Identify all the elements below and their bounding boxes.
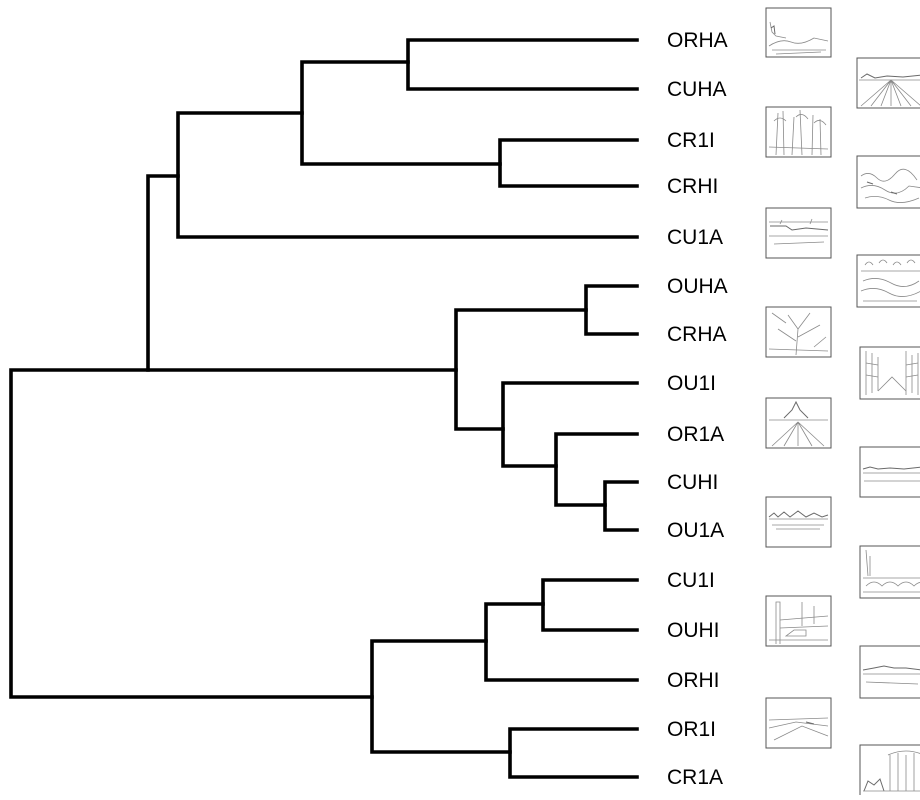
leaf-label: OU1A bbox=[667, 519, 724, 542]
leaf-label: CUHA bbox=[667, 78, 727, 101]
leaf-label: ORHI bbox=[667, 669, 720, 692]
industrial-street-sketch-icon bbox=[765, 595, 832, 647]
columns-building-sketch-icon bbox=[859, 744, 920, 798]
tree-branches-sketch-icon bbox=[765, 306, 832, 358]
leaf-label: CU1A bbox=[667, 226, 723, 249]
leaf-label: OU1I bbox=[667, 372, 716, 395]
ridge-landscape-sketch-icon bbox=[765, 7, 832, 58]
leaf-label: ORHA bbox=[667, 29, 728, 52]
branch-upper-clade bbox=[146, 174, 458, 372]
branch-orha-cuha bbox=[406, 38, 639, 91]
branch-or1i-cr1a bbox=[508, 727, 639, 779]
perspective-road-sketch-icon bbox=[856, 57, 920, 109]
leaf-label: OUHA bbox=[667, 275, 728, 298]
leaf-labels: ORHA CUHA CR1I CRHI CU1A OUHA CRHA OU1I … bbox=[667, 29, 728, 789]
branch-cuhi-ou1a bbox=[603, 480, 639, 532]
branch-cr1i-crhi bbox=[498, 138, 639, 188]
thumbnails bbox=[765, 7, 920, 798]
branch-root bbox=[9, 368, 374, 699]
leaf-label: CUHI bbox=[667, 471, 718, 494]
crowd-room-sketch-icon bbox=[856, 254, 920, 308]
dendrogram-tree bbox=[9, 38, 639, 779]
leaf-label: CRHA bbox=[667, 323, 727, 346]
leaf-label: OUHI bbox=[667, 619, 720, 642]
rocky-shore-sketch-icon bbox=[856, 155, 920, 209]
branch-group-6-11 bbox=[454, 308, 588, 431]
branch-group-12-14 bbox=[484, 602, 639, 682]
leaf-label: CR1I bbox=[667, 129, 715, 152]
leaf-label: OR1A bbox=[667, 423, 724, 446]
flat-horizon-sketch-icon bbox=[859, 446, 920, 498]
branch-ouha-crha bbox=[584, 284, 639, 336]
branch-cu1i-ouhi bbox=[541, 578, 639, 632]
branch-group-9-11 bbox=[554, 432, 639, 507]
waterfront-town-sketch-icon bbox=[765, 496, 832, 548]
riverbank-sketch-icon bbox=[765, 207, 832, 259]
distant-shore-sketch-icon bbox=[859, 645, 920, 699]
hill-monastery-sketch-icon bbox=[765, 397, 832, 449]
leaf-label: OR1I bbox=[667, 718, 716, 741]
bridge-river-sketch-icon bbox=[859, 545, 920, 599]
city-street-sketch-icon bbox=[859, 346, 920, 400]
branch-group-1-5 bbox=[176, 111, 639, 239]
forest-trees-sketch-icon bbox=[765, 106, 832, 158]
leaf-label: CU1I bbox=[667, 569, 715, 592]
branch-group-1-4 bbox=[300, 60, 502, 166]
branch-lower-clade bbox=[370, 639, 512, 754]
branch-group-8-11 bbox=[501, 381, 639, 468]
leaf-label: CRHI bbox=[667, 175, 718, 198]
leaf-label: CR1A bbox=[667, 766, 723, 789]
coastal-road-sketch-icon bbox=[765, 697, 832, 749]
